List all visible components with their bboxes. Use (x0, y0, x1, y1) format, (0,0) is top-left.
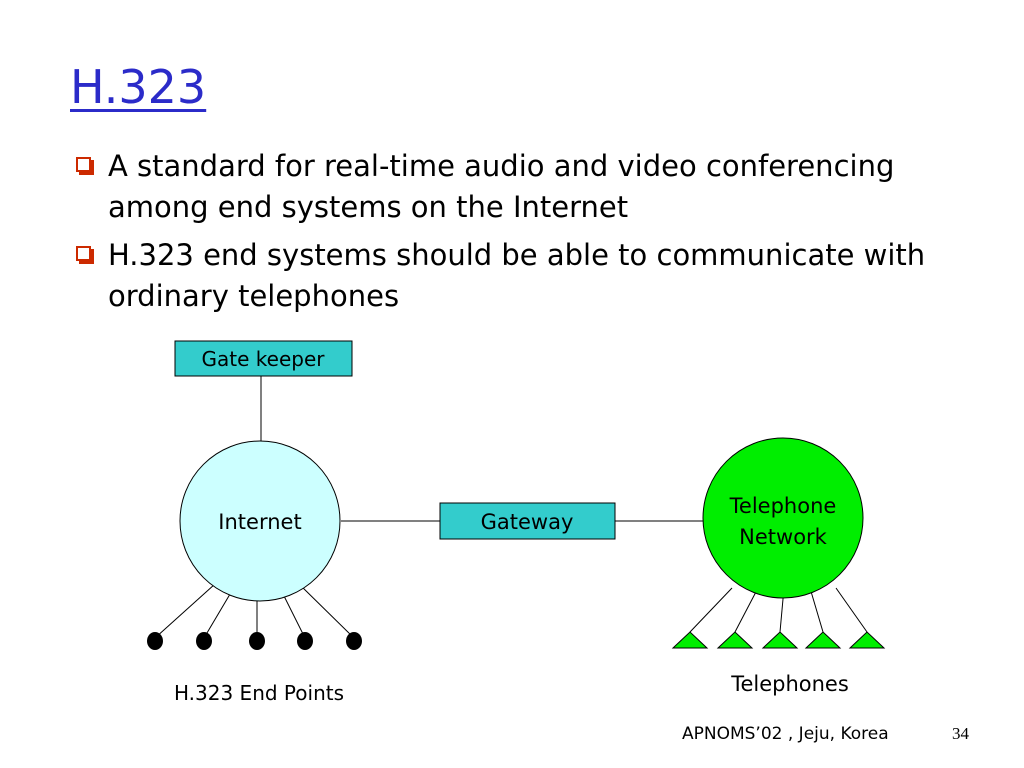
gateway-box (439, 502, 616, 540)
gatekeeper-label: Gate keeper (202, 347, 326, 371)
endpoint-group (147, 632, 362, 650)
internet-node (179, 440, 341, 602)
telephone-link (809, 587, 824, 633)
telephone-network-node (702, 437, 864, 599)
bullet-item: H.323 end systems should be able to comm… (74, 235, 994, 317)
telephone-icon (804, 631, 842, 649)
endpoint-node (249, 632, 265, 650)
telephone-link (689, 587, 733, 633)
telephone-icon (848, 631, 886, 649)
telephone-network-label-line2: Network (739, 525, 828, 549)
endpoint-link (298, 583, 355, 639)
internet-label: Internet (218, 510, 301, 534)
footer-conference: APNOMS’02 , Jeju, Korea (682, 724, 889, 744)
telephone-link (835, 587, 868, 633)
bullet-square-icon (76, 246, 94, 264)
slide-title: H.323 (70, 60, 207, 114)
bullet-text: A standard for real-time audio and video… (108, 149, 895, 224)
telephone-icon (671, 631, 709, 649)
bullet-square-icon (76, 157, 94, 175)
gateway-label: Gateway (481, 510, 574, 534)
telephone-network-label-line1: Telephone (729, 494, 837, 518)
telephones-label: Telephones (730, 672, 849, 696)
endpoint-node (196, 632, 212, 650)
page-number: 34 (952, 724, 969, 743)
gatekeeper-box (174, 340, 353, 377)
telephone-icon (716, 631, 754, 649)
bullet-list: A standard for real-time audio and video… (74, 146, 994, 324)
telephone-icon (761, 631, 799, 649)
endpoint-node (147, 632, 163, 650)
endpoint-node (297, 632, 313, 650)
telephone-links (689, 587, 868, 633)
bullet-item: A standard for real-time audio and video… (74, 146, 994, 228)
endpoint-node (346, 632, 362, 650)
endpoints-label: H.323 End Points (174, 681, 344, 705)
telephone-link (734, 587, 759, 633)
endpoint-link (154, 583, 216, 639)
telephone-group (671, 631, 886, 649)
bullet-text: H.323 end systems should be able to comm… (108, 238, 926, 313)
